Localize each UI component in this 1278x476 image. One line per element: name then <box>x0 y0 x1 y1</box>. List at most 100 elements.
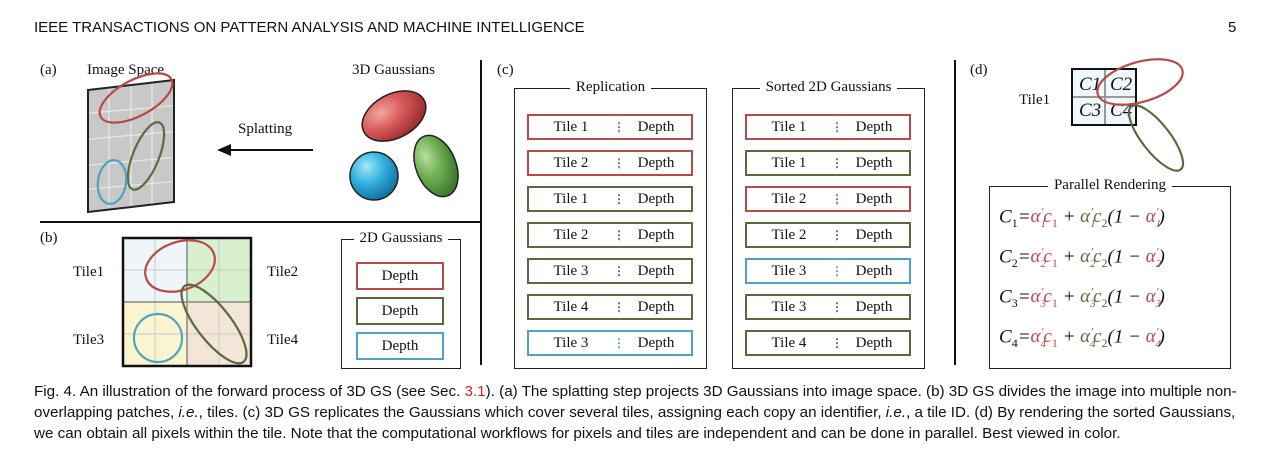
replication-group: Replication <box>514 79 707 369</box>
section-ref-link[interactable]: 3.1 <box>464 383 486 400</box>
depth-value: Depth <box>855 226 893 243</box>
image-plane-illustration <box>87 72 175 214</box>
separator: ⋮ <box>613 300 625 314</box>
sorted-row: Tile 2 ⋮ Depth <box>745 186 911 212</box>
replication-row: Tile 3 ⋮ Depth <box>527 258 693 284</box>
depth-value: Depth <box>637 118 675 135</box>
sorted-group: Sorted 2D Gaussians <box>732 79 925 369</box>
cell-c3: C3 <box>1079 100 1102 121</box>
journal-header: IEEE TRANSACTIONS ON PATTERN ANALYSIS AN… <box>34 19 585 36</box>
tile1-label: Tile1 <box>73 264 105 280</box>
gaussians-3d-label: 3D Gaussians <box>352 62 435 78</box>
divider-cd <box>954 60 956 365</box>
rendering-formula-4: C4=α4′c1 + α4′c2(1 − α4′) <box>999 326 1165 351</box>
blue-splat <box>132 312 184 364</box>
tile-id: Tile 3 <box>553 262 589 279</box>
separator: ⋮ <box>613 156 625 170</box>
cell-c2: C2 <box>1110 74 1133 95</box>
gaussians-3d-illustration <box>349 90 459 201</box>
green-splat <box>180 283 248 365</box>
tile1-label-d: Tile1 <box>1019 92 1051 108</box>
replication-row: Tile 2 ⋮ Depth <box>527 222 693 248</box>
sorted-title: Sorted 2D Gaussians <box>759 79 898 95</box>
depth-value: Depth <box>855 154 893 171</box>
depth-value: Depth <box>855 190 893 207</box>
separator: ⋮ <box>831 228 843 242</box>
splatting-arrow <box>217 144 313 156</box>
depth-box-red: Depth <box>356 262 444 290</box>
red-splat <box>144 239 216 293</box>
depth-value: Depth <box>637 154 675 171</box>
depth-value: Depth <box>637 190 675 207</box>
splatting-label: Splatting <box>238 121 293 137</box>
separator: ⋮ <box>831 120 843 134</box>
tile-id: Tile 2 <box>553 154 589 171</box>
depth-value: Depth <box>855 118 893 135</box>
tile-id: Tile 4 <box>553 298 589 315</box>
tile-id: Tile 1 <box>553 118 589 135</box>
tile-id: Tile 1 <box>771 118 807 135</box>
depth-value: Depth <box>637 334 675 351</box>
page-number: 5 <box>1228 19 1237 36</box>
tiled-image-illustration <box>121 236 253 368</box>
tile3-label: Tile3 <box>73 332 105 348</box>
sorted-row: Tile 3 ⋮ Depth <box>745 294 911 320</box>
cell-c1: C1 <box>1079 74 1102 95</box>
tile-id: Tile 3 <box>553 334 589 351</box>
replication-row: Tile 2 ⋮ Depth <box>527 150 693 176</box>
separator: ⋮ <box>613 192 625 206</box>
depth-value: Depth <box>637 226 675 243</box>
sorted-row: Tile 2 ⋮ Depth <box>745 222 911 248</box>
tile-id: Tile 4 <box>771 334 807 351</box>
gaussians-2d-title: 2D Gaussians <box>353 230 449 246</box>
sorted-row: Tile 1 ⋮ Depth <box>745 114 911 140</box>
sorted-row: Tile 1 ⋮ Depth <box>745 150 911 176</box>
separator: ⋮ <box>613 336 625 350</box>
tile-id: Tile 2 <box>553 226 589 243</box>
red-gaussian-projection <box>98 72 174 124</box>
replication-row: Tile 3 ⋮ Depth <box>527 330 693 356</box>
rendering-formula-1: C1=α1′c1 + α1′c2(1 − α1′) <box>999 206 1165 231</box>
separator: ⋮ <box>613 228 625 242</box>
rendering-formula-2: C2=α2′c1 + α2′c2(1 − α2′) <box>999 246 1165 271</box>
depth-value: Depth <box>855 298 893 315</box>
replication-row: Tile 1⋮Depth <box>527 114 693 140</box>
tile-id: Tile 2 <box>771 226 807 243</box>
parallel-rendering-title: Parallel Rendering <box>1047 177 1173 193</box>
separator: ⋮ <box>613 264 625 278</box>
separator: ⋮ <box>831 264 843 278</box>
tile-id: Tile 1 <box>553 190 589 207</box>
separator: ⋮ <box>831 336 843 350</box>
tile4-label: Tile4 <box>267 332 299 348</box>
depth-box-green: Depth <box>356 297 444 325</box>
depth-value: Depth <box>637 298 675 315</box>
panel-c-label: (c) <box>497 62 514 78</box>
depth-box-blue: Depth <box>356 332 444 360</box>
divider-ac <box>480 60 482 365</box>
tile-id: Tile 3 <box>771 262 807 279</box>
replication-row: Tile 1 ⋮ Depth <box>527 186 693 212</box>
blue-gaussian-projection <box>96 159 128 205</box>
gaussians-2d-group: 2D Gaussians <box>341 230 461 369</box>
separator: ⋮ <box>831 156 843 170</box>
green-3d-gaussian <box>413 134 459 198</box>
depth-value: Depth <box>637 262 675 279</box>
separator: ⋮ <box>831 192 843 206</box>
sorted-row: Tile 4 ⋮ Depth <box>745 330 911 356</box>
separator: ⋮ <box>831 300 843 314</box>
replication-title: Replication <box>569 79 652 95</box>
green-gaussian-projection <box>126 121 166 191</box>
tile-id: Tile 3 <box>771 298 807 315</box>
parallel-rendering-group: Parallel Rendering <box>989 177 1231 369</box>
image-space-label: Image Space <box>87 62 165 78</box>
divider-ab <box>40 221 481 223</box>
rendering-formula-3: C3=α3′c1 + α3′c2(1 − α3′) <box>999 286 1165 311</box>
panel-b-label: (b) <box>40 230 58 246</box>
figure-caption: Fig. 4. An illustration of the forward p… <box>34 383 1237 442</box>
tile-id: Tile 2 <box>771 190 807 207</box>
depth-value: Depth <box>855 334 893 351</box>
tile-id: Tile 1 <box>771 154 807 171</box>
tile2-label: Tile2 <box>267 264 299 280</box>
replication-row: Tile 4 ⋮ Depth <box>527 294 693 320</box>
sorted-row: Tile 3⋮Depth <box>745 258 911 284</box>
